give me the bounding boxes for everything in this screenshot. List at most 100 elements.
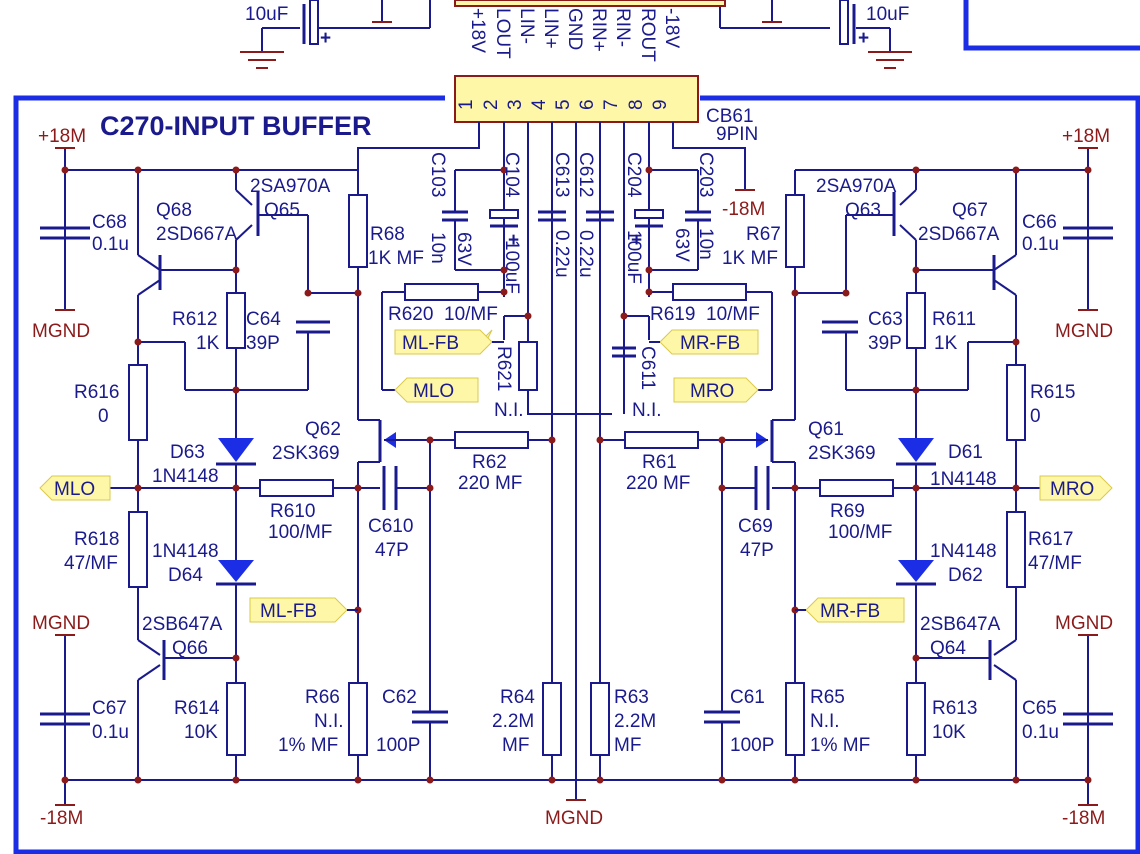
svg-text:+: +	[508, 230, 519, 251]
mgnd-left-bottom-label: MGND	[32, 613, 90, 634]
r62-ref: R62	[472, 452, 507, 473]
svg-text:MR-FB: MR-FB	[680, 333, 740, 354]
connector-type: 9PIN	[716, 124, 758, 145]
r615-val: 0	[1030, 406, 1041, 427]
c104-ref: C104	[501, 152, 522, 198]
q66-part: 2SB647A	[142, 614, 223, 635]
connector-pin-name: LOUT	[492, 8, 513, 59]
board-frame	[13, 95, 1140, 854]
r63-ref: R63	[614, 687, 649, 708]
d63-part: 1N4148	[152, 466, 219, 487]
c204-val: 100uF	[623, 230, 644, 284]
q67-part: 2SD667A	[918, 224, 1000, 245]
connector-pin-number: 6	[577, 99, 598, 110]
c63-val: 39P	[868, 333, 902, 354]
r621-ref: R621	[493, 346, 514, 391]
r68-val: 1K MF	[368, 248, 424, 269]
q68-part: 2SD667A	[156, 224, 238, 245]
q64-ref: Q64	[930, 638, 966, 659]
q68-ref: Q68	[156, 200, 192, 221]
q62-ref: Q62	[305, 419, 341, 440]
top-cap-left-label: 10uF	[245, 4, 288, 25]
q65-part: 2SA970A	[250, 176, 331, 197]
q61-ref: Q61	[808, 419, 844, 440]
r67-ref: R67	[746, 224, 781, 245]
plus18-left-label: +18M	[38, 126, 86, 147]
c203-ref: C203	[695, 152, 716, 197]
r65-ref: R65	[810, 687, 845, 708]
r64-ref: R64	[500, 687, 535, 708]
d64-part: 1N4148	[152, 541, 219, 562]
r67-val: 1K MF	[722, 248, 778, 269]
q61-part: 2SK369	[808, 443, 876, 464]
d62-part: 1N4148	[930, 541, 997, 562]
connector-pin-number: 9	[650, 99, 671, 110]
net-flag-mro-right: MRO	[1039, 475, 1113, 501]
svg-text:+: +	[320, 28, 331, 49]
r612-val: 1K	[196, 333, 220, 354]
connector-pin-name: RIN+	[588, 8, 609, 52]
r620-val: 10/MF	[444, 304, 498, 325]
svg-text:MLO: MLO	[413, 381, 454, 402]
c66-val: 0.1u	[1022, 234, 1059, 255]
r616-val: 0	[98, 406, 109, 427]
r613-ref: R613	[932, 698, 977, 719]
c64-val: 39P	[246, 333, 280, 354]
r64-v2: MF	[502, 735, 529, 756]
d62-ref: D62	[948, 565, 983, 586]
connector-pin-number: 8	[626, 99, 647, 110]
d61-part: 1N4148	[930, 469, 997, 490]
svg-text:MLO: MLO	[54, 479, 95, 500]
c103-volt: 63V	[453, 232, 474, 266]
right-channel	[590, 147, 1113, 806]
r621-val: N.I.	[494, 400, 524, 421]
connector-pin-name: GND	[564, 8, 585, 50]
r618-ref: R618	[74, 529, 119, 550]
r66-v1: N.I.	[314, 711, 344, 732]
r63-v1: 2.2M	[614, 711, 656, 732]
r612-ref: R612	[172, 309, 217, 330]
plus18-right-label: +18M	[1062, 126, 1110, 147]
connector-pin-number: 5	[553, 99, 574, 110]
c103-val: 10n	[427, 232, 448, 264]
net-flag-mlo-center: MLO	[394, 377, 479, 403]
svg-text:MRO: MRO	[1050, 479, 1094, 500]
connector-pin-number: 4	[529, 99, 550, 110]
c66-ref: C66	[1022, 212, 1057, 233]
svg-text:MRO: MRO	[690, 381, 734, 402]
r617-ref: R617	[1028, 529, 1073, 550]
c611-ref: C611	[637, 346, 658, 390]
minus18-connector-label: -18M	[722, 199, 765, 220]
r611-ref: R611	[932, 309, 976, 330]
q62-part: 2SK369	[272, 443, 340, 464]
top-left-partial: + 10uF	[240, 0, 431, 69]
r616-ref: R616	[74, 382, 119, 403]
svg-text:+: +	[858, 28, 869, 49]
r619-ref: R619	[650, 304, 695, 325]
c65-ref: C65	[1022, 698, 1057, 719]
mgnd-center-label: MGND	[545, 808, 603, 829]
r610-val: 100/MF	[268, 522, 332, 543]
r614-val: 10K	[184, 722, 218, 743]
mgnd-bottom	[548, 776, 604, 801]
svg-text:ML-FB: ML-FB	[260, 601, 317, 622]
q63-part: 2SA970A	[816, 176, 897, 197]
c203-val: 10n	[695, 228, 716, 260]
r61-ref: R61	[642, 452, 677, 473]
left-channel	[40, 147, 562, 806]
c62-val: 100P	[376, 735, 420, 756]
connector-pin-name: LIN-	[516, 8, 537, 44]
r69-val: 100/MF	[828, 522, 892, 543]
net-flag-mrfb-center: MR-FB	[649, 329, 759, 355]
r618-val: 47/MF	[64, 553, 118, 574]
q66-ref: Q66	[172, 638, 208, 659]
d63-ref: D63	[170, 442, 205, 463]
c65-val: 0.1u	[1022, 722, 1059, 743]
center-decoupling: + +	[442, 166, 711, 274]
net-flag-mrfb-lower: MR-FB	[795, 597, 905, 623]
mgnd-left-top-label: MGND	[32, 321, 90, 342]
r613-val: 10K	[932, 722, 966, 743]
